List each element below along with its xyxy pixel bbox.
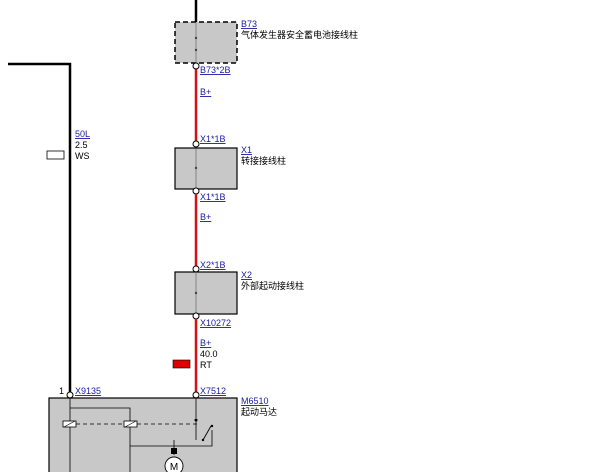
connector-pin-icon: [194, 166, 198, 170]
wire-color-swatch-red: [172, 359, 191, 369]
m6510-internal-bottom: [130, 430, 213, 447]
connector-pin-icon: [194, 36, 198, 40]
wire-black-ws: [8, 62, 72, 393]
signal-label-seg2[interactable]: B+: [200, 212, 211, 222]
component-b73-box: [174, 21, 238, 64]
connector-pin-icon: [192, 62, 200, 70]
m6510-internal-coil: [70, 407, 131, 472]
component-x2-box: [174, 271, 238, 315]
pin-m6510-left-number: 1: [59, 386, 64, 396]
component-m6510-box: [48, 397, 238, 472]
connector-pin-icon: [192, 312, 200, 320]
signal-label-seg1[interactable]: B+: [200, 87, 211, 97]
wire-gauge-seg3: 40.0: [200, 349, 218, 359]
relay-coil-diag: [63, 420, 76, 428]
component-b73[interactable]: B73 气体发生器安全蓄电池接线柱: [174, 19, 358, 64]
switch-symbol-icon: [194, 418, 214, 442]
signal-label-ws[interactable]: 50L: [75, 129, 90, 139]
pin-x2-bottom[interactable]: X10272: [200, 318, 231, 328]
component-x2-id[interactable]: X2: [241, 270, 252, 280]
component-b73-name: 气体发生器安全蓄电池接线柱: [241, 29, 358, 40]
svg-text:M: M: [170, 462, 178, 472]
connector-pin-icon: [194, 291, 198, 295]
component-m6510[interactable]: M6510 起动马达 M: [48, 396, 277, 472]
component-x1[interactable]: X1 转接接线柱: [174, 145, 286, 190]
component-x1-name: 转接接线柱: [241, 155, 286, 166]
wire-color-code-ws: WS: [75, 151, 90, 161]
component-m6510-id[interactable]: M6510: [241, 396, 269, 406]
component-x2-name: 外部起动接线柱: [241, 280, 304, 291]
pin-m6510-left[interactable]: X9135: [75, 386, 101, 396]
component-b73-id[interactable]: B73: [241, 19, 257, 29]
connector-pin-icon: [192, 140, 200, 148]
pin-x1-top[interactable]: X1*1B: [200, 134, 226, 144]
component-x2[interactable]: X2 外部起动接线柱: [174, 270, 304, 315]
connector-pin-icon: [192, 265, 200, 273]
motor-symbol-icon: M: [164, 440, 184, 472]
component-m6510-name: 起动马达: [241, 406, 277, 417]
connector-pin-icon: [66, 391, 74, 399]
component-x1-box: [174, 147, 238, 190]
relay-coil-diag: [124, 420, 137, 428]
component-x1-id[interactable]: X1: [241, 145, 252, 155]
connector-pin-icon: [192, 187, 200, 195]
connector-pin-icon: [194, 48, 198, 52]
wire-gauge-ws: 2.5: [75, 140, 88, 150]
signal-label-seg3[interactable]: B+: [200, 338, 211, 348]
connector-pin-icon: [192, 391, 200, 399]
pin-m6510-top[interactable]: X7512: [200, 386, 226, 396]
pin-b73-2b[interactable]: B73*2B: [200, 65, 231, 75]
pin-x1-bottom[interactable]: X1*1B: [200, 192, 226, 202]
wire-color-code-seg3: RT: [200, 360, 212, 370]
pin-x2-top[interactable]: X2*1B: [200, 260, 226, 270]
wire-color-swatch-white: [46, 150, 65, 160]
